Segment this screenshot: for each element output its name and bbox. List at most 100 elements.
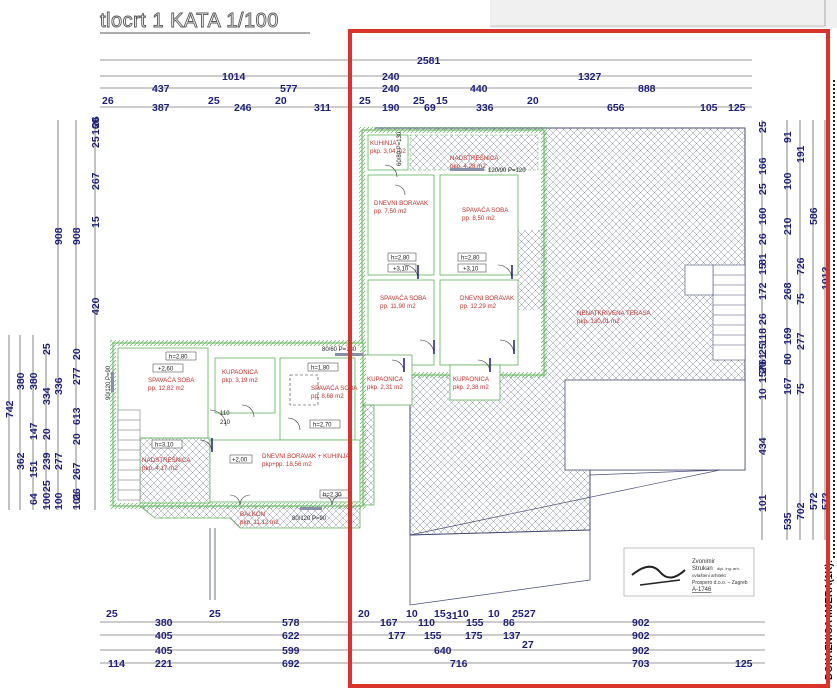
height-tag: h=3,10 (155, 443, 174, 449)
room-area: pkp. 4,17 m2 (142, 465, 178, 472)
room-area: pp. 8,68 m2 (311, 393, 344, 400)
dimension-value: 110 (418, 617, 435, 629)
dimension-value: 25 (757, 121, 769, 133)
dimension-value: 15 (757, 263, 769, 275)
room-name: KUPAONICA (453, 376, 490, 383)
room-area: pkp. 2,31 m2 (367, 384, 403, 391)
dimension-value: 20 (757, 361, 769, 373)
dimension-value: 86 (503, 617, 515, 629)
dimension-value: 69 (424, 102, 436, 114)
room-name: SPAVAĆA SOBA (380, 295, 427, 302)
dimension-value: 908 (53, 227, 65, 245)
dimension-value: 31 (446, 610, 458, 622)
dimension-value: 20 (527, 95, 539, 107)
room-name: BALKON (240, 511, 265, 518)
room-name: DNEVNI BORAVAK + KUHINJA (262, 453, 350, 460)
dimension-value: 239 (41, 452, 53, 470)
dimension-value: 2581 (417, 55, 441, 67)
dimension-value: 1327 (578, 71, 602, 83)
room-name: SPAVAĆA SOBA (311, 385, 358, 392)
dimension-value: 888 (638, 83, 656, 95)
dimension-value: 25 (209, 608, 221, 620)
dimension-value: 20 (71, 348, 83, 360)
level-tag: +3,10 (393, 267, 409, 273)
dimension-value: 118 (757, 328, 769, 345)
dimension-value: 25 (359, 95, 371, 107)
height-tag: h=2,30 (323, 493, 342, 499)
level-tag: +2,60 (158, 367, 174, 373)
window-symbol (300, 507, 322, 510)
dimension-value: 599 (282, 645, 300, 657)
room-area: pkp. 3,04 m2 (370, 148, 406, 155)
top-dimensions (100, 59, 752, 108)
dimension-value: 100 (53, 492, 65, 510)
room-name: KUPAONICA (222, 369, 259, 376)
dimension-value: 25 (512, 608, 524, 620)
dimension-value: 101 (757, 494, 769, 512)
room-name: NENATKRIVENA TERASA (577, 310, 652, 317)
dimension-value: 703 (632, 658, 650, 670)
dimension-value: 172 (757, 282, 769, 300)
dimension-value: 26 (757, 233, 769, 245)
dimension-value: 311 (314, 102, 331, 114)
dimension-value: 151 (28, 460, 40, 478)
bottom-dim-text: 25 380 25 578 20 167 10 110 15 31 10 155… (106, 608, 753, 670)
dimension-value: 91 (782, 131, 794, 143)
dimension-value: 25 (106, 608, 118, 620)
dimension-value: 277 (71, 367, 83, 385)
dimension-value: 902 (632, 617, 650, 629)
bottom-dimensions (100, 621, 765, 664)
dimension-value: 210 (782, 217, 794, 235)
dimension-value: 692 (282, 658, 300, 670)
dimension-value: 405 (155, 645, 173, 657)
height-tag: h=2,80 (169, 355, 188, 361)
dimension-value: 25 (208, 95, 220, 107)
dimension-value: 20 (41, 428, 53, 440)
height-tag: h=2,80 (391, 256, 410, 262)
dimension-value: 578 (282, 617, 300, 629)
dimension-value: 100 (41, 492, 53, 510)
room-name: NADSTREŠNICA (450, 155, 499, 162)
room-labels: KUHINJA pkp. 3,04 m2 NADSTREŠNICA pkp. 4… (142, 140, 652, 526)
window-symbol (111, 372, 114, 392)
stamp-text: Strukan (692, 566, 713, 572)
door-label: 110 (220, 411, 230, 417)
dimension-value: 405 (155, 630, 173, 642)
dimension-value: 160 (90, 117, 102, 135)
level-tag: +2,00 (232, 458, 248, 464)
dimension-value: 147 (28, 422, 40, 440)
dimension-value: 908 (71, 227, 83, 245)
highlight-box (348, 29, 830, 688)
dimension-value: 640 (434, 645, 452, 657)
stamp-text: Prospero d.o.o. – Zagreb (692, 580, 748, 586)
dimension-value: 716 (450, 658, 468, 670)
dimension-value: 26 (102, 95, 114, 107)
room-name: SPAVAĆA SOBA (462, 207, 509, 214)
dimension-value: 10 (406, 608, 418, 620)
dimension-value: 20 (358, 608, 370, 620)
room-name: DNEVNI BORAVAK (374, 200, 429, 207)
dimension-value: 26 (90, 116, 102, 128)
room-name: NADSTREŠNICA (142, 457, 191, 464)
stamp-text: dipl. ing. arh. (717, 566, 740, 571)
door-swings (199, 164, 515, 506)
dimension-value: 81 (757, 253, 769, 265)
dimension-value: 420 (90, 297, 102, 315)
stamp-text: ovlašteni arhitekt (692, 573, 727, 578)
dimension-value: 613 (71, 407, 83, 425)
dimension-value: 125 (735, 658, 753, 670)
dimension-value: 25 (757, 343, 769, 355)
room-area: pp. 11,90 m2 (380, 303, 416, 310)
top-dim-text: 2581 1014 240 1327 437 577 240 440 888 2… (102, 55, 746, 114)
room-name: KUPAONICA (367, 376, 404, 383)
dimension-value: 61 (757, 353, 769, 365)
dimension-value: 902 (632, 645, 650, 657)
dimension-value: 137 (503, 630, 521, 642)
dimension-value: 268 (782, 282, 794, 300)
dimension-value: 101 (71, 492, 83, 510)
dimension-value: 240 (382, 83, 400, 95)
room-name: KUHINJA (370, 140, 397, 147)
dimension-value: 157 (757, 365, 769, 383)
dimension-value: 726 (795, 257, 807, 275)
